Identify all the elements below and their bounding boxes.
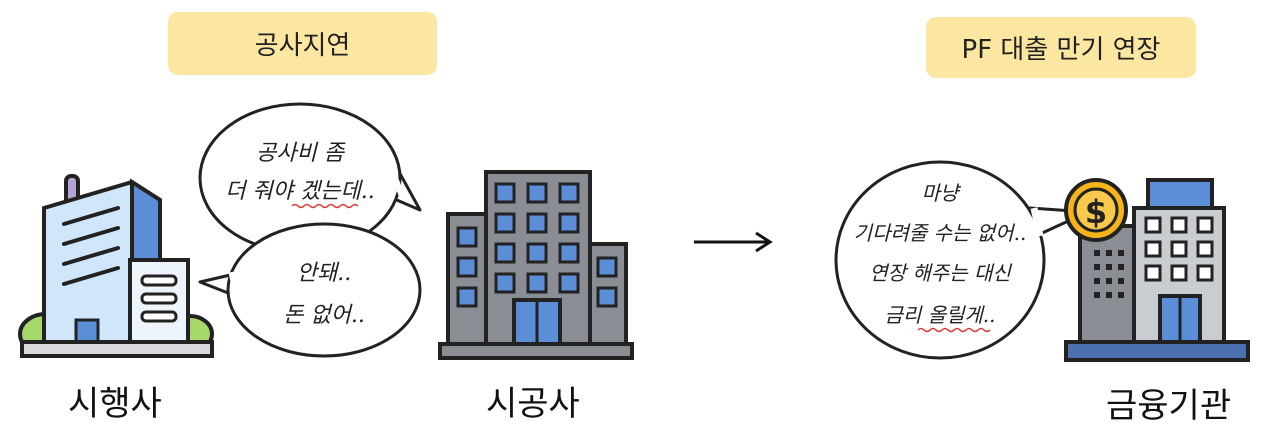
contractor-request-line-1: 공사비 좀 <box>256 141 346 166</box>
developer-reply-bubble: 안돼.. 돈 없어.. <box>198 222 422 358</box>
bank-reply-line-3: 연장 해주는 대신 <box>869 261 1012 285</box>
bank-reply-line-4: 금리 올릴게.. <box>884 303 995 327</box>
bank-reply-bubble: 마냥 기다려줄 수는 없어.. 연장 해주는 대신 금리 올릴게.. <box>834 160 1090 360</box>
contractor-request-bubble: 공사비 좀 더 줘야 겠는데.. <box>198 102 422 254</box>
construction-delay-label: 공사지연 <box>254 31 351 61</box>
bank-building-dollar-icon: $ <box>1064 178 1250 362</box>
contractor-label: 시공사 <box>486 384 580 424</box>
pf-loan-extension-tag: PF 대출 만기 연장 <box>926 17 1196 78</box>
developer-reply-line-2: 돈 없어.. <box>283 303 365 328</box>
financial-institution-label: 금융기관 <box>1106 386 1232 426</box>
bank-reply-line-1: 마냥 <box>922 181 962 205</box>
construction-delay-tag: 공사지연 <box>168 12 437 75</box>
pf-loan-extension-label: PF 대출 만기 연장 <box>961 35 1161 65</box>
developer-label: 시행사 <box>68 384 162 424</box>
right-arrow-icon <box>694 231 773 253</box>
bank-reply-line-2: 기다려줄 수는 없어.. <box>854 221 1027 245</box>
office-building-icon <box>18 174 214 358</box>
svg-text:$: $ <box>1085 193 1107 231</box>
office-tower-icon <box>438 170 634 360</box>
developer-reply-line-1: 안돼.. <box>297 261 351 286</box>
contractor-request-line-2: 더 줘야 겠는데.. <box>225 179 374 204</box>
